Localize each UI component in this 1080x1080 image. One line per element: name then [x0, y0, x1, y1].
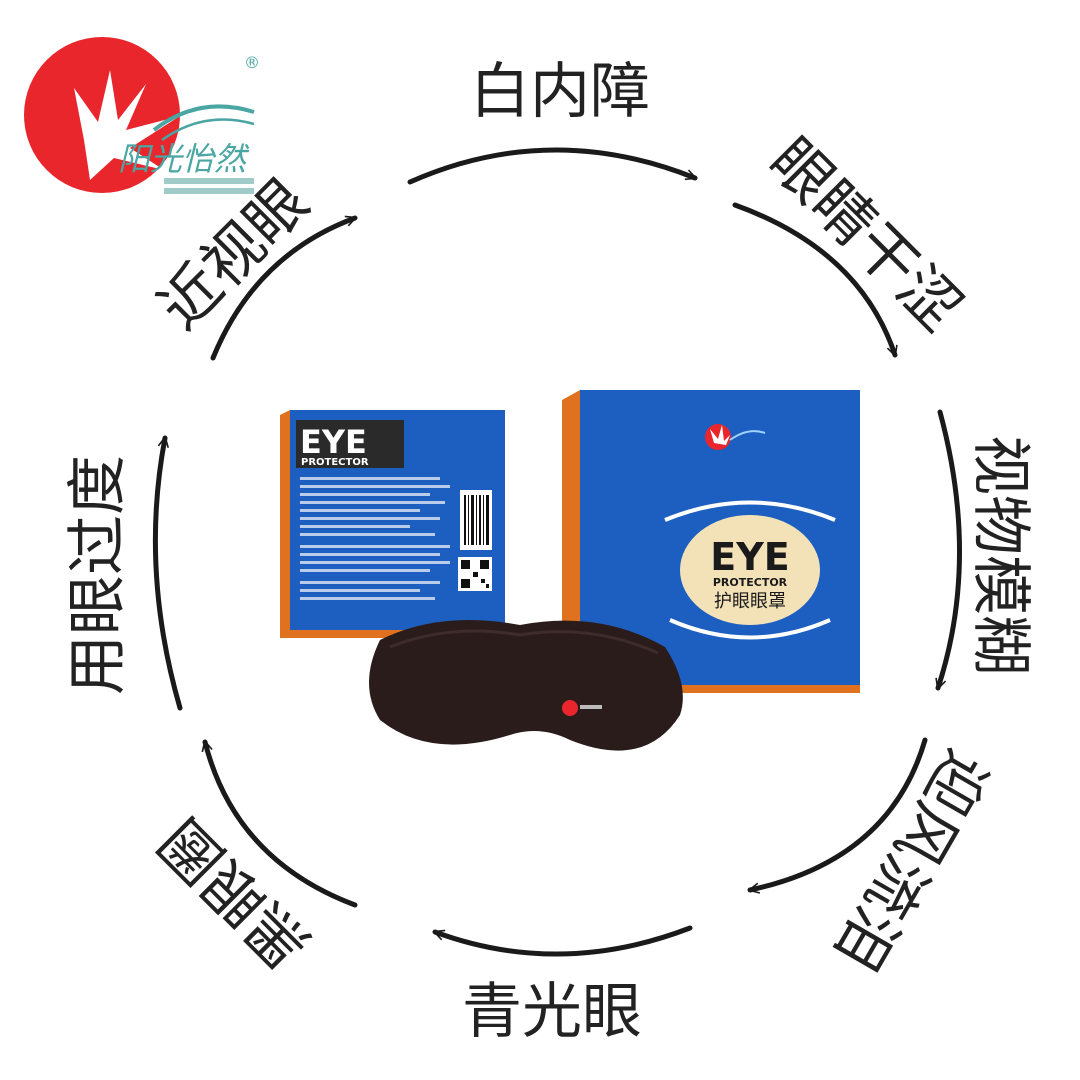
brand-logo: 阳光怡然 ®: [24, 37, 260, 194]
label-glaucoma: 青光眼: [462, 977, 642, 1047]
arrow-glaucoma-to-dark-circles: [435, 925, 693, 957]
brand-name: 阳光怡然: [118, 140, 250, 178]
registered-mark: ®: [244, 53, 260, 72]
sunburst-icon: [74, 70, 180, 180]
arrow-cataract-to-dry-eyes: [407, 147, 695, 185]
large-box-name: 护眼眼罩: [714, 591, 786, 612]
arrow-myopia-to-cataract: [210, 215, 355, 361]
label-cataract: 白内障: [470, 57, 650, 127]
label-eye-overuse: 用眼过度: [63, 455, 133, 695]
label-blurred-vision: 视物模糊: [965, 435, 1035, 675]
mask-logo-icon: [562, 700, 578, 716]
large-box-title: EYE: [710, 535, 789, 579]
arrow-blurred-to-tearing: [938, 409, 962, 688]
arrow-tearing-to-glaucoma: [750, 737, 928, 890]
eye-mask: [369, 620, 683, 751]
teal-swoosh-icon: [152, 104, 255, 132]
large-box-subtitle: PROTECTOR: [713, 576, 788, 589]
arrow-dark-circles-to-overuse: [205, 742, 358, 908]
small-box-title: EYE: [300, 423, 367, 461]
arrow-overuse-to-myopia: [152, 438, 183, 711]
small-box: EYE PROTECTOR: [280, 410, 505, 638]
arrow-dry-eyes-to-blurred: [732, 202, 895, 355]
box-logo-icon: [705, 424, 731, 450]
large-box-badge: [680, 515, 820, 625]
small-box-subtitle: PROTECTOR: [301, 457, 369, 468]
product-photo: EYE PROTECTOR: [280, 390, 860, 751]
